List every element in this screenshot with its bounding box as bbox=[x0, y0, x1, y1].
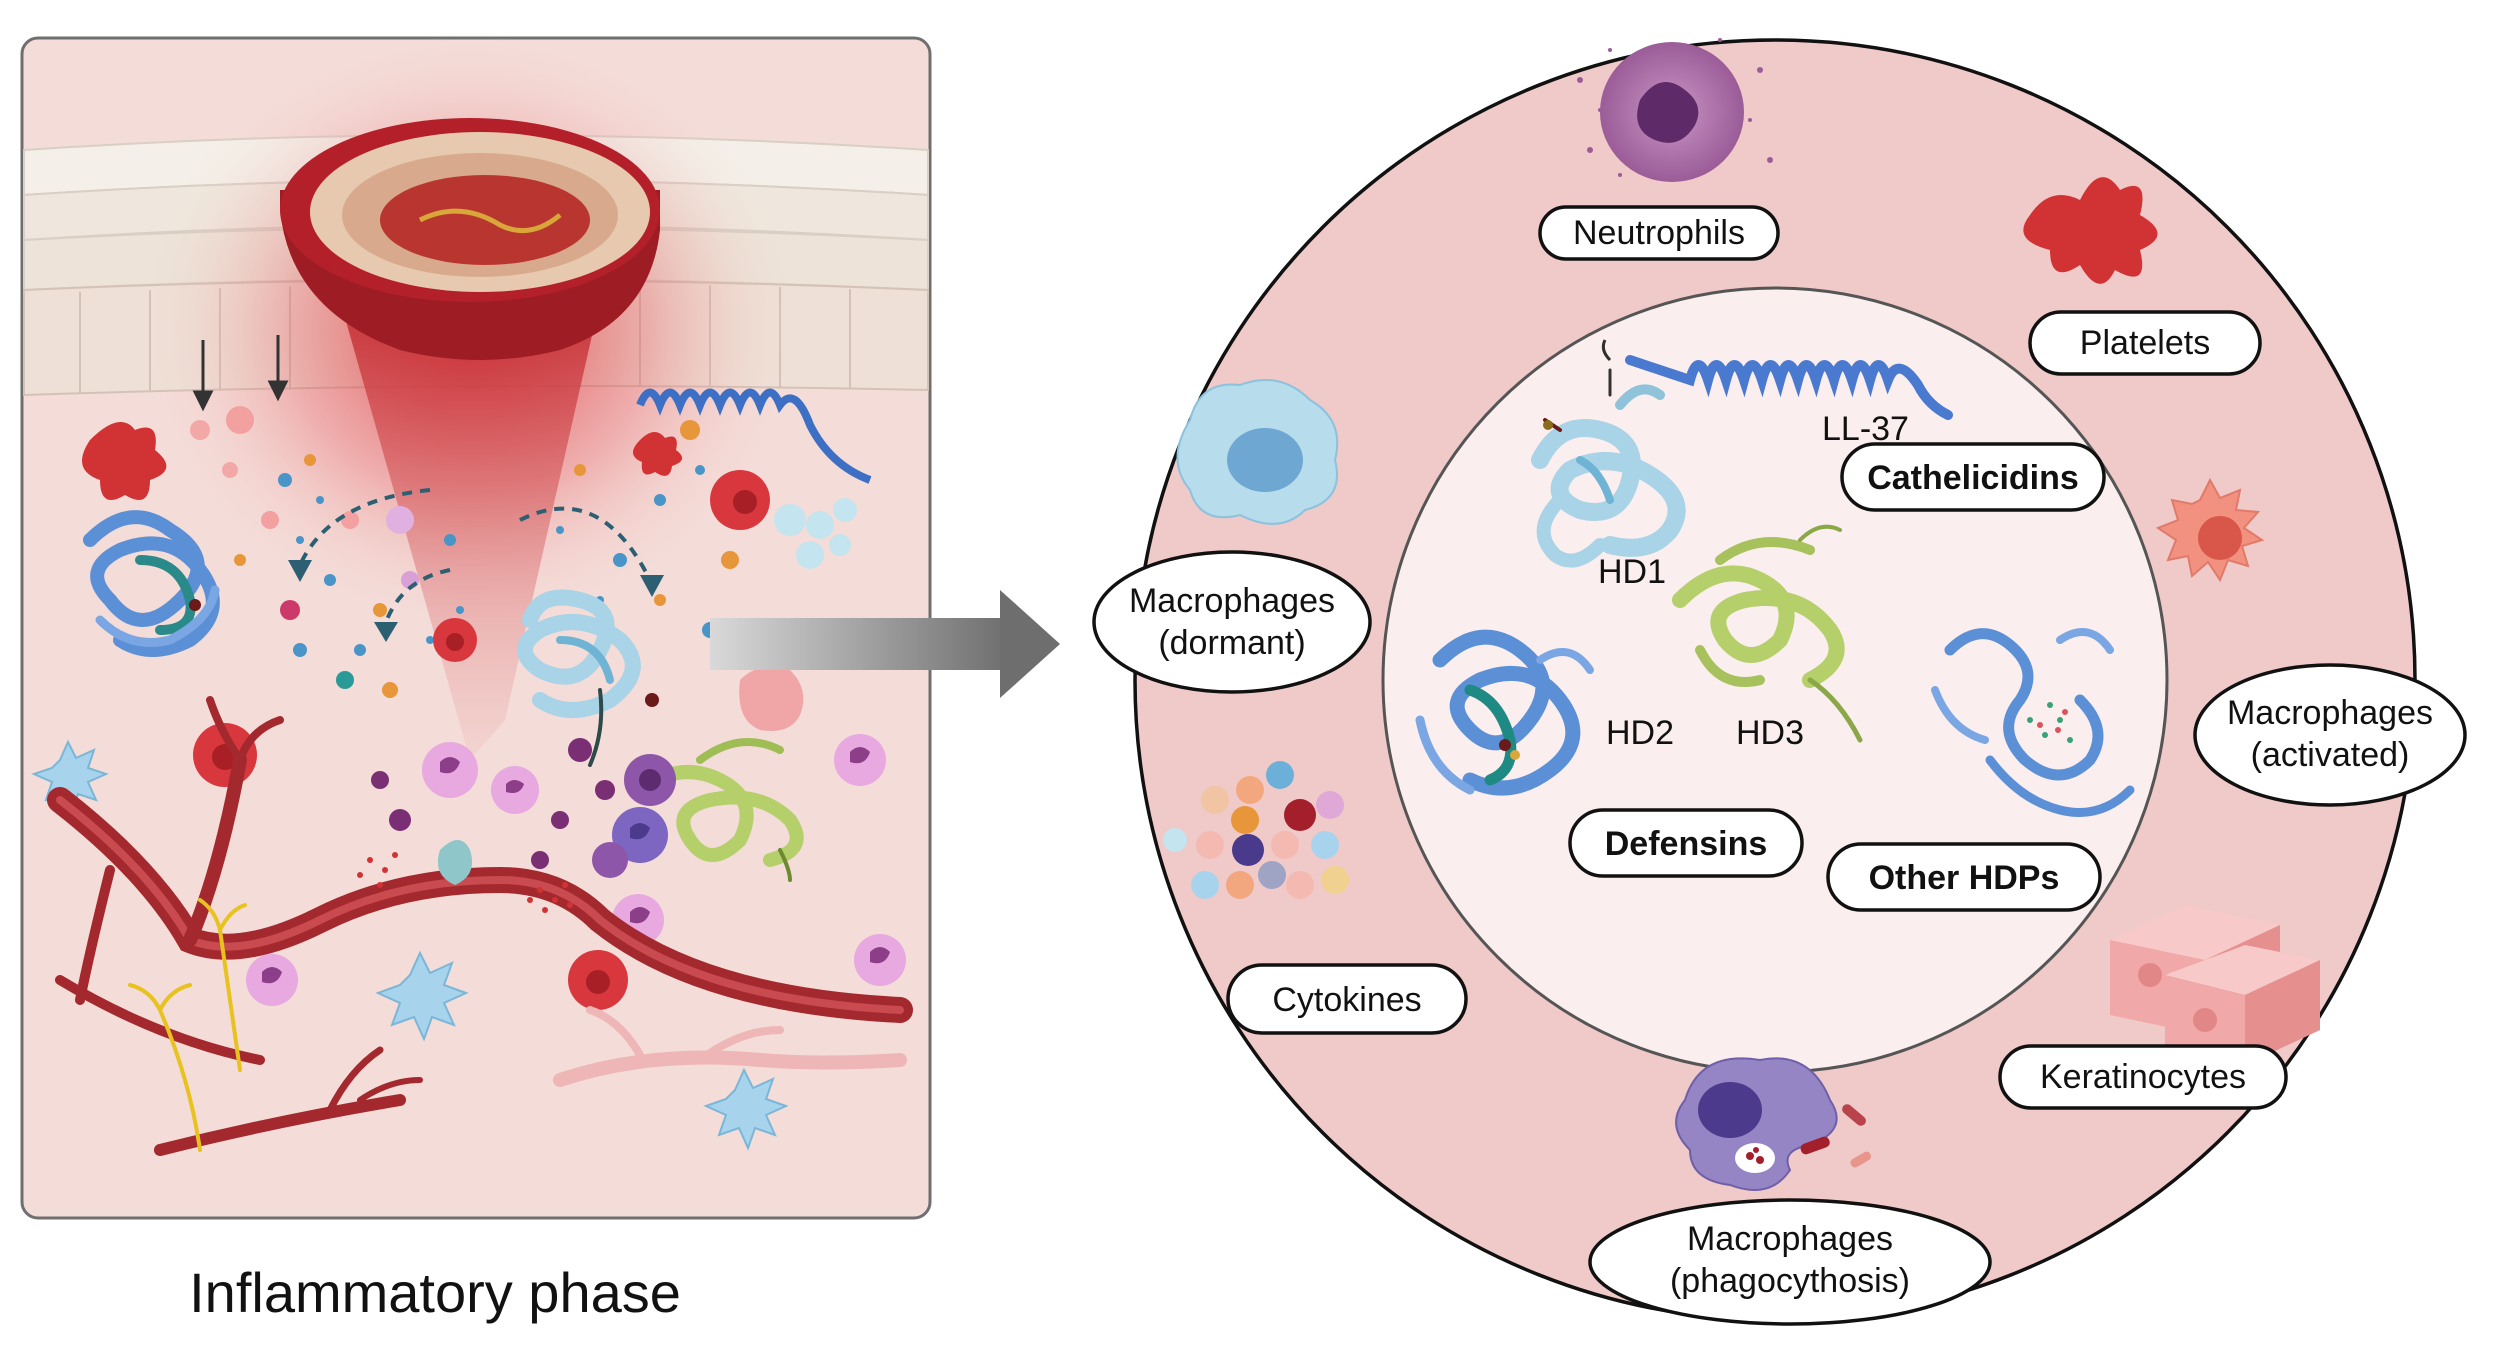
cytokine-bubbles bbox=[774, 498, 857, 569]
ll37-helix-tail bbox=[1601, 339, 1612, 362]
hdp-circle-diagram: Neutrophils Platelets Macrophages (dorma… bbox=[1092, 38, 2467, 1326]
dashed-arrow-heads bbox=[288, 560, 664, 642]
label-macrophages-activated-line1: Macrophages bbox=[2227, 694, 2433, 732]
label-platelets: Platelets bbox=[2080, 324, 2210, 362]
down-arrows bbox=[192, 335, 289, 412]
platelet-cell-small bbox=[632, 431, 683, 476]
panel-caption: Inflammatory phase bbox=[189, 1261, 681, 1324]
transition-arrow bbox=[710, 590, 1060, 698]
wound-lesion bbox=[280, 118, 660, 360]
label-pill-cytokines bbox=[1226, 963, 1468, 1035]
macrophage-dormant-icon bbox=[1176, 379, 1339, 525]
label-neutrophils: Neutrophils bbox=[1573, 214, 1745, 252]
label-pill-other-hdps bbox=[1826, 842, 2102, 912]
hd3-protein-left bbox=[633, 738, 804, 882]
label-cathelicidins: Cathelicidins bbox=[1867, 459, 2079, 497]
label-macrophages-phagocytosis-line2: (phagocythosis) bbox=[1670, 1262, 1910, 1300]
label-pill-neutrophils bbox=[1538, 205, 1780, 261]
hd1-protein bbox=[1531, 368, 1686, 568]
blood-vessels bbox=[47, 696, 913, 1156]
platelet-icon bbox=[2023, 177, 2158, 284]
label-macrophages-dormant-line1: Macrophages bbox=[1129, 582, 1335, 620]
hd1-protein-left bbox=[517, 589, 659, 767]
label-pill-macrophages-activated bbox=[2193, 663, 2467, 807]
ll37-helix bbox=[1625, 355, 1953, 420]
label-pill-defensins bbox=[1568, 808, 1804, 878]
label-macrophages-phagocytosis-line1: Macrophages bbox=[1687, 1220, 1893, 1258]
platelet-cell-left bbox=[82, 422, 167, 500]
other-hdps-protein bbox=[1931, 628, 2135, 817]
label-keratinocytes: Keratinocytes bbox=[2040, 1058, 2246, 1096]
label-pill-macrophages-phagocytosis bbox=[1588, 1198, 1992, 1326]
keratinocytes-icon bbox=[2110, 905, 2320, 1065]
dendritic-cells bbox=[31, 739, 789, 1151]
label-macrophages-dormant-line2: (dormant) bbox=[1158, 624, 1305, 662]
droplet-cell bbox=[437, 840, 473, 885]
label-ll37: LL-37 bbox=[1822, 410, 1909, 448]
inflammatory-phase-panel bbox=[20, 30, 932, 1220]
hd3-protein bbox=[1672, 524, 1863, 743]
hd2-protein bbox=[1415, 629, 1594, 796]
label-pill-macrophages-dormant bbox=[1092, 550, 1372, 694]
label-hd3: HD3 bbox=[1736, 714, 1804, 752]
label-macrophages-activated-line2: (activated) bbox=[2251, 736, 2410, 774]
immune-cells bbox=[246, 734, 906, 1006]
neutrophil-icon bbox=[1577, 38, 1773, 182]
pink-blob bbox=[739, 666, 804, 731]
macrophage-phagocytosis-icon bbox=[1675, 1057, 1872, 1191]
label-hd1: HD1 bbox=[1598, 553, 1666, 591]
nerve-fibers bbox=[128, 898, 247, 1152]
cytokines-icon bbox=[1163, 761, 1349, 899]
label-pill-keratinocytes bbox=[1998, 1044, 2288, 1110]
macrophage-activated-icon bbox=[2155, 477, 2265, 583]
dashed-flow-arrows bbox=[298, 488, 652, 626]
defensin-protein-left bbox=[83, 510, 220, 657]
label-hd2: HD2 bbox=[1606, 714, 1674, 752]
label-other-hdps: Other HDPs bbox=[1869, 859, 2060, 897]
label-pill-cathelicidins bbox=[1840, 442, 2106, 512]
label-cytokines: Cytokines bbox=[1272, 981, 1421, 1019]
label-pill-platelets bbox=[2028, 310, 2262, 376]
ll37-helix-left bbox=[636, 388, 872, 484]
label-defensins: Defensins bbox=[1605, 825, 1768, 863]
wound-cone bbox=[340, 300, 600, 760]
blood-speckles bbox=[357, 852, 573, 913]
